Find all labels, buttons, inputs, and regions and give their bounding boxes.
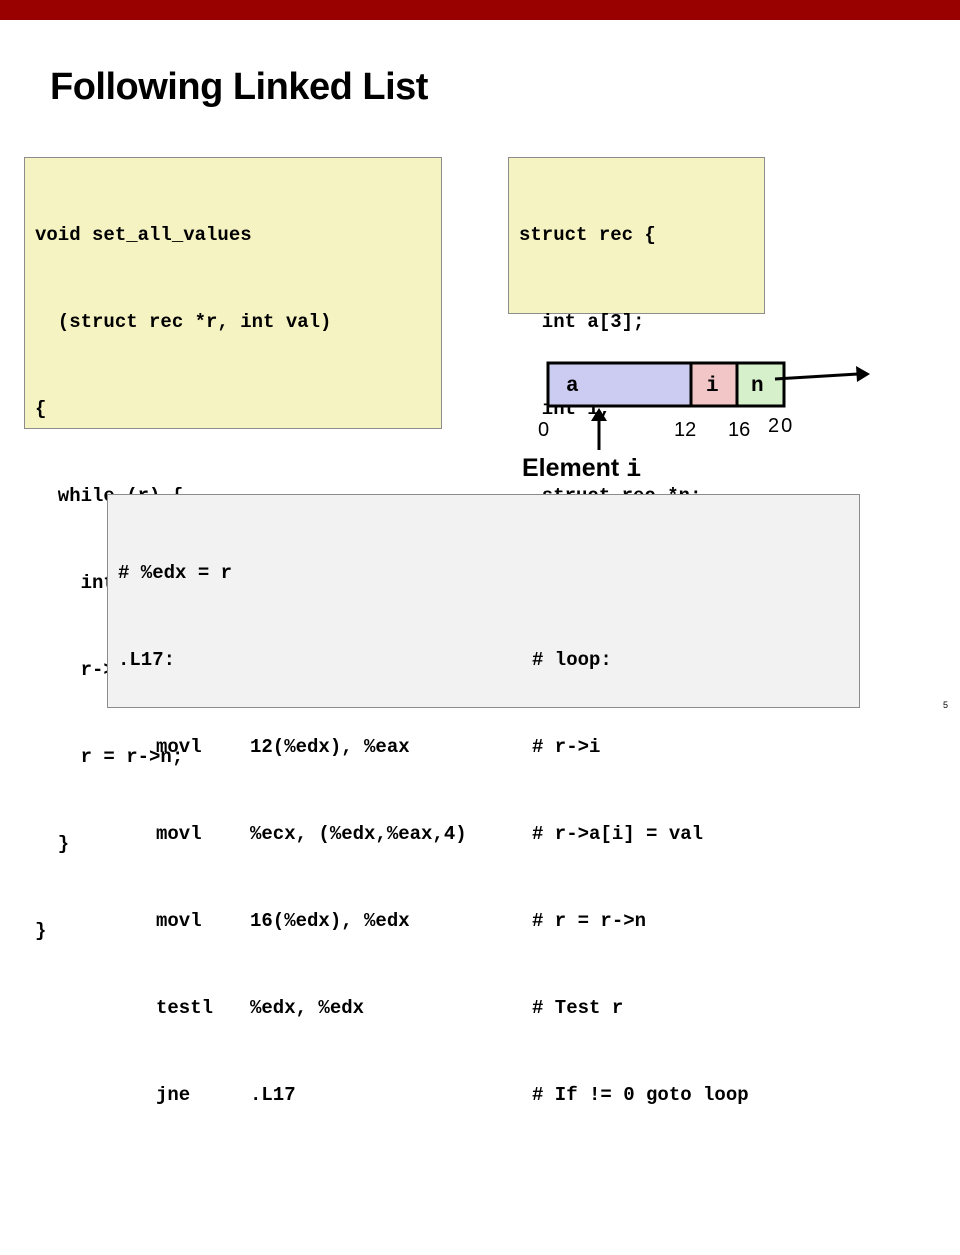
struct-definition-code-box: struct rec { int a[3]; int i; struct rec… bbox=[508, 157, 765, 594]
asm-args: %edx, %edx bbox=[250, 997, 365, 1019]
code-line: void set_all_values bbox=[35, 224, 252, 246]
asm-op: movl bbox=[156, 736, 202, 758]
slide-title: Following Linked List bbox=[50, 66, 428, 108]
code-line: (struct rec *r, int val) bbox=[35, 311, 332, 333]
memory-layout-diagram: a i n 0 12 16 20 bbox=[538, 361, 870, 450]
offset-label: 12 bbox=[674, 419, 696, 441]
element-i-arrowhead bbox=[591, 408, 607, 421]
asm-args: .L17 bbox=[250, 1084, 296, 1106]
field-i-cell bbox=[689, 361, 739, 408]
offset-label: 20 bbox=[768, 415, 794, 437]
asm-comment: # r->a[i] = val bbox=[532, 823, 704, 845]
asm-comment: # Test r bbox=[532, 997, 624, 1019]
asm-comment: # loop: bbox=[532, 649, 612, 671]
asm-args: 12(%edx), %eax bbox=[250, 736, 410, 758]
code-line: { bbox=[35, 398, 47, 420]
asm-op: testl bbox=[156, 997, 214, 1019]
element-i-label: Element i bbox=[522, 454, 641, 484]
field-n-label: n bbox=[751, 375, 764, 398]
asm-line: movl 12(%edx), %eax # r->i bbox=[118, 733, 859, 762]
field-n-cell bbox=[735, 361, 786, 408]
assembly-code-box: # %edx = r .L17: # loop: movl 12(%edx), … bbox=[107, 494, 860, 1106]
code-line: int a[3]; bbox=[519, 311, 645, 333]
asm-line: .L17: # loop: bbox=[118, 646, 859, 675]
field-i-label: i bbox=[706, 375, 719, 398]
asm-comment: # r->i bbox=[532, 736, 601, 758]
asm-op: movl bbox=[156, 910, 202, 932]
asm-line: movl 16(%edx), %edx # r = r->n bbox=[118, 907, 859, 936]
asm-args: 16(%edx), %edx bbox=[250, 910, 410, 932]
asm-line: testl %edx, %edx # Test r bbox=[118, 994, 859, 1023]
asm-comment: # If != 0 goto loop bbox=[532, 1084, 749, 1106]
page-number: 5 bbox=[942, 700, 948, 710]
asm-op: movl bbox=[156, 823, 202, 845]
asm-label: .L17: bbox=[118, 649, 176, 671]
field-a-label: a bbox=[566, 375, 579, 398]
offset-label: 16 bbox=[728, 419, 750, 441]
next-pointer-arrowhead bbox=[856, 366, 870, 382]
element-label-var: i bbox=[626, 455, 642, 484]
asm-op: jne bbox=[156, 1084, 191, 1106]
element-label-prefix: Element bbox=[522, 454, 620, 482]
code-line: struct rec { bbox=[519, 224, 656, 246]
asm-line: jne .L17 # If != 0 goto loop bbox=[118, 1081, 859, 1110]
asm-args: %ecx, (%edx,%eax,4) bbox=[250, 823, 467, 845]
asm-line: movl %ecx, (%edx,%eax,4) # r->a[i] = val bbox=[118, 820, 859, 849]
asm-comment: # r = r->n bbox=[532, 910, 647, 932]
asm-label: # %edx = r bbox=[118, 562, 233, 584]
asm-line: # %edx = r bbox=[118, 559, 859, 588]
header-bar bbox=[0, 0, 960, 20]
offset-label: 0 bbox=[538, 419, 549, 441]
next-pointer-arrow bbox=[774, 372, 859, 381]
